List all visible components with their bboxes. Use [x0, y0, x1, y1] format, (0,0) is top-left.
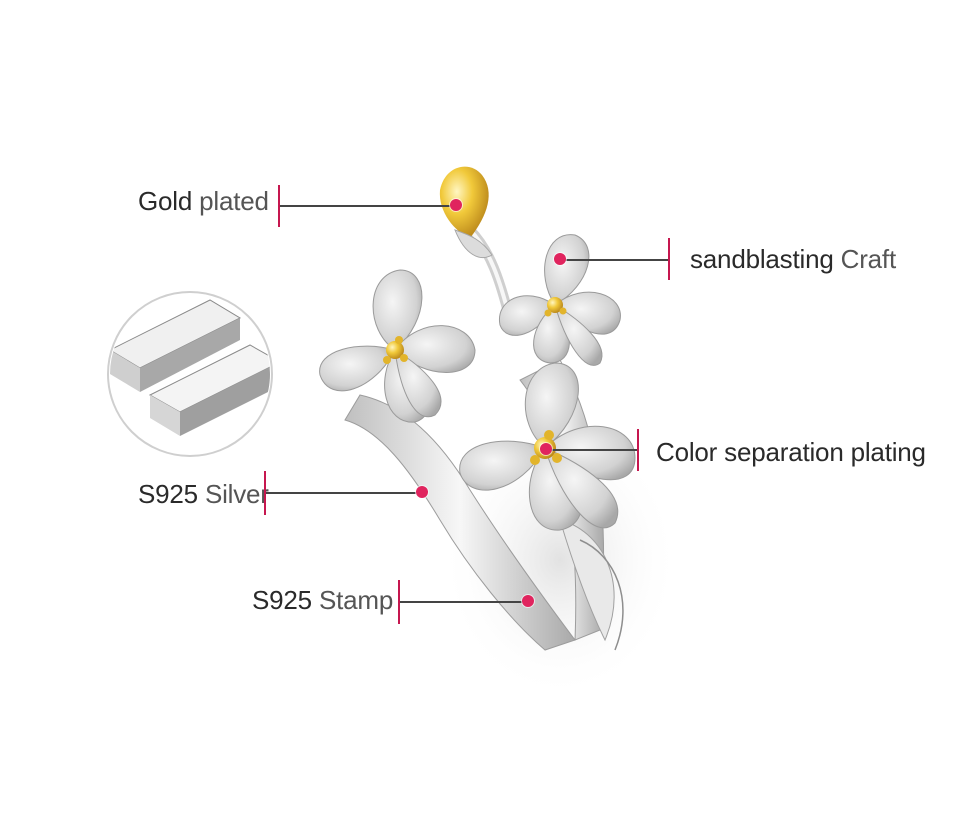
s925-silver-strong: S925	[138, 479, 198, 509]
sandblasting-tick	[668, 238, 670, 280]
color-separation-label: Color separation plating	[656, 437, 926, 468]
sandblasting-strong: sandblasting	[690, 244, 834, 274]
sandblasting-dot	[554, 253, 566, 265]
sandblasting-light: Craft	[840, 244, 897, 274]
s925-silver-light: Silver	[204, 479, 269, 509]
s925-silver-line	[266, 492, 416, 494]
gold-plated-tick	[278, 185, 280, 227]
sandblasting-label: sandblasting Craft	[690, 244, 896, 275]
sandblasting-line	[565, 259, 668, 261]
color-separation-dot	[540, 443, 552, 455]
s925-stamp-line	[400, 601, 522, 603]
gold-plated-label: Gold plated	[138, 186, 269, 217]
color-separation-tick	[637, 429, 639, 471]
silver-bars-inset	[107, 291, 273, 457]
s925-silver-label: S925 Silver	[138, 479, 269, 510]
s925-stamp-dot	[522, 595, 534, 607]
gold-plated-dot	[450, 199, 462, 211]
gold-plated-line	[280, 205, 450, 207]
s925-stamp-light: Stamp	[318, 585, 394, 615]
color-separation-line	[551, 449, 637, 451]
s925-silver-tick	[264, 471, 266, 515]
s925-stamp-label: S925 Stamp	[252, 585, 393, 616]
s925-silver-dot	[416, 486, 428, 498]
gold-plated-light: plated	[199, 186, 269, 216]
color-separation-strong: Color separation plating	[656, 437, 926, 467]
s925-stamp-tick	[398, 580, 400, 624]
s925-stamp-strong: S925	[252, 585, 312, 615]
gold-plated-strong: Gold	[138, 186, 193, 216]
